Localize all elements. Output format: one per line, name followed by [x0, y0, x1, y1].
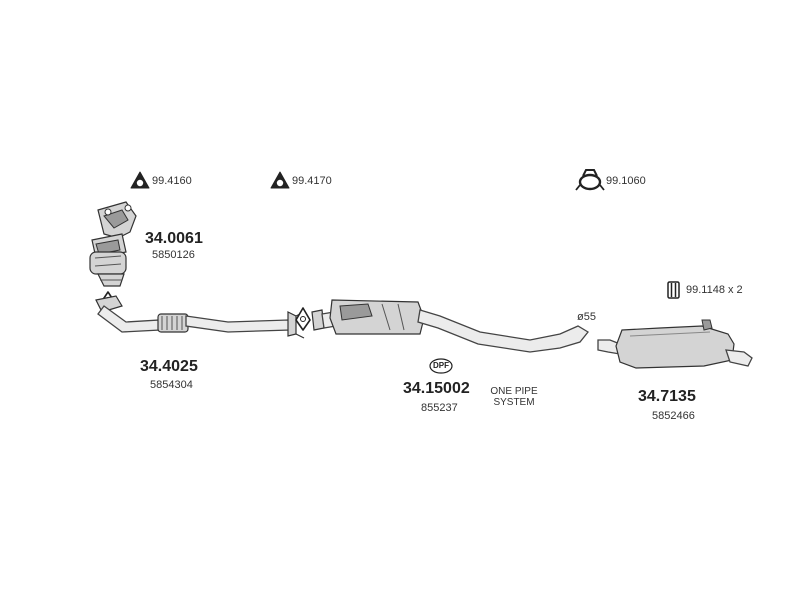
- dpf-oem-number: 855237: [421, 402, 458, 414]
- accessory-code-99-1148: 99.1148 x 2: [686, 284, 743, 296]
- dpf-part-number: 34.15002: [403, 380, 470, 397]
- front-pipe-part: [95, 295, 305, 339]
- dpf-part: [311, 299, 589, 353]
- clamp-ring-icon: [575, 169, 605, 191]
- accessory-code-99-4170: 99.4170: [292, 175, 332, 187]
- one-pipe-line: ONE PIPE: [490, 386, 538, 397]
- front-pipe-part-number: 34.4025: [140, 358, 198, 375]
- triangle-gasket-icon: [130, 171, 150, 189]
- accessory-code-99-1060: 99.1060: [606, 175, 646, 187]
- dpf-badge-outline: [429, 358, 453, 374]
- rubber-mount-icon: [667, 281, 680, 299]
- one-pipe-system-note: ONE PIPE SYSTEM: [484, 386, 544, 408]
- gasket-icon: [295, 307, 311, 331]
- accessory-code-99-4160: 99.4160: [152, 175, 192, 187]
- catalyst-part: [89, 201, 137, 287]
- rear-silencer-part-number: 34.7135: [638, 388, 696, 405]
- front-pipe-oem-number: 5854304: [150, 379, 193, 391]
- catalyst-oem-number: 5850126: [152, 249, 195, 261]
- pipe-diameter-label: ø55: [577, 311, 596, 323]
- rear-silencer-oem-number: 5852466: [652, 410, 695, 422]
- rear-silencer-part: [597, 319, 753, 369]
- system-line: SYSTEM: [493, 397, 535, 408]
- triangle-gasket-icon: [270, 171, 290, 189]
- catalyst-part-number: 34.0061: [145, 230, 203, 247]
- dpf-badge: DPF: [433, 361, 449, 370]
